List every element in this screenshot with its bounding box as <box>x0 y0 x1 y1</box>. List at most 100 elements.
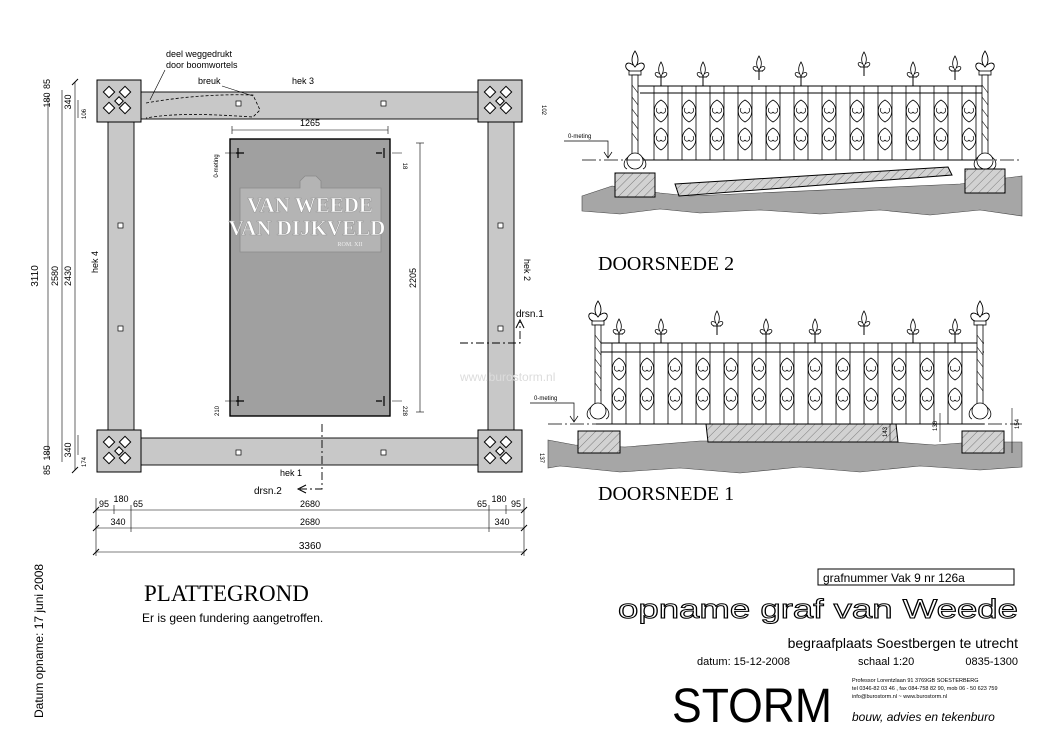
section-2-fence <box>638 85 984 161</box>
dim-bottom-180-left: 180 <box>113 494 128 504</box>
plan-title: PLATTEGROND <box>144 581 309 606</box>
section-1-bars <box>611 343 963 424</box>
dim-340-top: 340 <box>63 94 73 109</box>
hek-4-bar <box>107 109 135 451</box>
dim-180-bottom: 180 <box>42 445 52 460</box>
section-1-slab <box>705 423 899 443</box>
dim-bottom-340-left: 340 <box>110 517 125 527</box>
hek-1-label: hek 1 <box>280 468 302 478</box>
dim-bottom-95-left: 95 <box>99 499 109 509</box>
section-2-post-left <box>623 50 647 170</box>
dim-136: 136 <box>933 420 939 431</box>
corner-post <box>477 79 523 123</box>
corner-post <box>477 429 523 473</box>
dim-174: 174 <box>82 456 88 467</box>
dim-106: 106 <box>82 108 88 119</box>
tagline: bouw, advies en tekenburo <box>852 710 995 724</box>
dim-3110: 3110 <box>30 265 41 287</box>
section-2-slab <box>674 166 953 197</box>
dim-102: 102 <box>540 105 546 116</box>
dim-210: 210 <box>215 405 221 416</box>
code-line: 0835-1300 <box>965 656 1018 668</box>
section-2-title: DOORSNEDE 2 <box>598 253 734 275</box>
dim-85-top: 85 <box>42 79 52 89</box>
section-2-zero-meting: 0-meting <box>568 134 591 140</box>
note-line2: door boomwortels <box>166 60 238 70</box>
note-line1: deel weggedrukt <box>166 49 233 59</box>
section-1-post-right <box>968 300 992 420</box>
plan-dimension-ticks <box>71 78 528 556</box>
dim-143: 143 <box>883 426 889 437</box>
dim-228: 228 <box>401 406 407 417</box>
dim-bottom-65-right: 65 <box>477 499 487 509</box>
dim-bottom-3360: 3360 <box>299 541 322 552</box>
grafnummer-box <box>817 568 1015 586</box>
plan-dimension-labels: 3110 2580 2430 180 85 340 340 85 180 126… <box>30 79 546 552</box>
corner-posts <box>96 79 523 473</box>
section-1-scrolls <box>611 357 963 411</box>
dim-2205: 2205 <box>408 268 418 288</box>
dim-137: 137 <box>538 453 544 464</box>
section-1-ground <box>547 439 1023 474</box>
hek-2-bar <box>487 109 515 451</box>
dim-340-bottom: 340 <box>63 442 73 457</box>
section-2-finials <box>654 51 962 87</box>
fence-bolts <box>117 100 504 456</box>
date-opname-vertical: Datum opname: 17 juni 2008 <box>32 564 46 718</box>
section-1-finials <box>612 310 962 344</box>
hek-1-bar <box>119 437 501 466</box>
section-1-post-left <box>586 300 610 420</box>
section-2-plinth-right <box>964 168 1006 194</box>
dim-18: 18 <box>401 163 407 170</box>
title-block: grafnummer Vak 9 nr 126a opname graf van… <box>618 568 1019 733</box>
dim-2580: 2580 <box>50 266 60 286</box>
dim-bottom-95-right: 95 <box>511 499 521 509</box>
datum-line: datum: 15-12-2008 <box>697 656 790 668</box>
hek-2-label: hek 2 <box>522 259 532 281</box>
storm-logo: STORM <box>672 680 832 733</box>
dim-bottom-340-right: 340 <box>494 517 509 527</box>
section-1-zero-meting: 0-meting <box>534 396 557 402</box>
address-line3: info@burostorm.nl ~ www.burostorm.nl <box>852 694 947 700</box>
dim-180-top: 180 <box>42 92 52 107</box>
section-1-title: DOORSNEDE 1 <box>598 483 734 505</box>
location-line: begraafplaats Soestbergen te utrecht <box>788 635 1018 651</box>
dim-bottom-2680-top: 2680 <box>300 499 320 509</box>
dim-1265: 1265 <box>300 118 320 128</box>
dim-bottom-180-right: 180 <box>491 494 506 504</box>
section-2-bars <box>653 86 977 160</box>
plan-labels: deel weggedrukt door boomwortels breuk h… <box>90 49 544 497</box>
hek-3-bar <box>119 91 501 120</box>
dim-85-bottom: 85 <box>42 465 52 475</box>
watermark: www.burostorm.nl <box>459 370 555 384</box>
stone-inscription-line2: VAN DIJKVELD <box>229 216 386 240</box>
plan-view: VAN WEEDE VAN DIJKVELD ROM. XII <box>30 49 546 625</box>
address-line2: tel 0346-82 03 46 , fax 084-758 82 90, m… <box>852 686 998 692</box>
corner-post <box>96 429 142 473</box>
address-line1: Professor Lorentzlaan 91 3769GB SOESTERB… <box>852 678 979 684</box>
dim-154: 154 <box>1015 418 1021 429</box>
breuk-label: breuk <box>198 76 221 86</box>
zero-meting-plan-label: 0-meting <box>214 154 220 177</box>
main-title: opname graf van Weede <box>618 594 1018 624</box>
dim-bottom-65-left: 65 <box>133 499 143 509</box>
stone-inscription-line1: VAN WEEDE <box>247 193 373 217</box>
dim-2430: 2430 <box>63 266 73 286</box>
plan-dimensions <box>47 82 525 556</box>
section-1-plinth-right <box>961 430 1005 454</box>
section-1-plinth-left <box>577 430 621 454</box>
grave-stone: VAN WEEDE VAN DIJKVELD ROM. XII <box>228 138 391 417</box>
grafnummer: grafnummer Vak 9 nr 126a <box>823 571 965 585</box>
dim-bottom-2680: 2680 <box>300 517 320 527</box>
stone-inscription-line3: ROM. XII <box>338 242 363 248</box>
section-2: 0-meting DOORSNEDE 2 <box>564 50 1023 275</box>
plan-subtitle: Er is geen fundering aangetroffen. <box>142 611 323 625</box>
hek-3-label: hek 3 <box>292 76 314 86</box>
hek-4-label: hek 4 <box>90 251 100 273</box>
section-2-plinth-left <box>614 172 656 198</box>
broken-section-line <box>145 94 261 119</box>
schaal-line: schaal 1:20 <box>858 656 914 668</box>
drsn-1-label: drsn.1 <box>516 309 544 320</box>
corner-post <box>96 79 142 123</box>
